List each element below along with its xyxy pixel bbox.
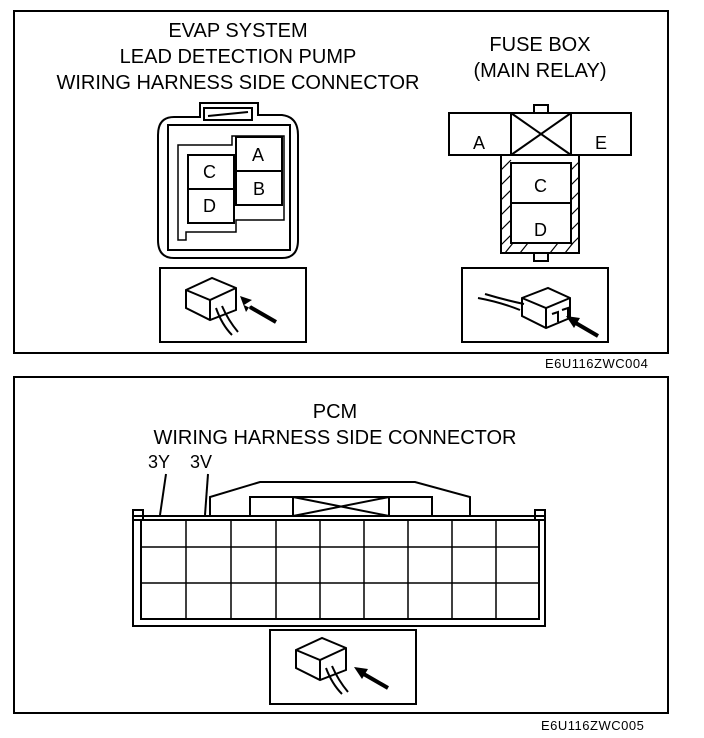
evap-pin-d-box (187, 188, 235, 224)
fuse-title-line-2: (MAIN RELAY) (473, 60, 607, 82)
evap-connector-latch (203, 107, 253, 121)
leader-3y (159, 473, 167, 516)
fuse-center-cross-2 (510, 112, 572, 156)
pcm-title: PCM WIRING HARNESS SIDE CONNECTOR (120, 399, 550, 451)
evap-inset-frame (159, 267, 307, 343)
fuse-top-tab (533, 104, 549, 114)
top-panel (13, 10, 669, 354)
evap-inset-arrow (240, 296, 274, 320)
evap-connector-housing (157, 102, 299, 259)
evap-pin-c-label: C (203, 162, 216, 182)
evap-connector-inner-outline (167, 124, 291, 251)
pcm-cavity-area (140, 519, 540, 620)
pcm-inset-arrow (361, 671, 389, 690)
fuse-pin-e-label: E (595, 133, 608, 153)
bottom-panel (13, 376, 669, 714)
evap-pin-b-box (235, 170, 283, 206)
top-figure-code: E6U116ZWC004 (545, 356, 649, 371)
fuse-title: FUSE BOX (MAIN RELAY) (440, 32, 640, 84)
evap-title-line-1: EVAP SYSTEM (168, 20, 308, 42)
evap-connector-inner-wall (177, 135, 285, 241)
pcm-housing (132, 515, 546, 627)
bottom-figure-code: E6U116ZWC005 (541, 718, 645, 733)
terminal-3y-label: 3Y (148, 452, 171, 472)
evap-pin-b-label: B (253, 179, 266, 199)
fuse-inset-arrow (572, 320, 600, 338)
fuse-pin-a-label: A (473, 133, 486, 153)
fuse-pin-c-label: C (534, 176, 547, 196)
leader-3v (204, 473, 209, 516)
pcm-title-line-1: PCM (312, 401, 358, 423)
fuse-pin-d-box (510, 202, 572, 244)
evap-title-line-3: WIRING HARNESS SIDE CONNECTOR (56, 72, 420, 94)
pcm-inset-frame (269, 629, 417, 705)
pcm-top-hood (209, 481, 471, 516)
fuse-inset-frame (461, 267, 609, 343)
evap-title-line-2: LEAD DETECTION PUMP (119, 46, 357, 68)
pcm-grid (141, 520, 539, 619)
terminal-3v-label: 3V (190, 452, 213, 472)
fuse-bottom-tab (533, 252, 549, 262)
fuse-housing-hatch (500, 159, 580, 254)
pcm-title-line-2: WIRING HARNESS SIDE CONNECTOR (153, 427, 517, 449)
evap-latch-hatch (207, 111, 249, 117)
evap-pin-a-label: A (252, 145, 265, 165)
evap-inset-connector-icon (185, 276, 239, 336)
fuse-title-line-1: FUSE BOX (489, 34, 591, 56)
evap-pin-d-label: D (203, 196, 216, 216)
evap-title: EVAP SYSTEM LEAD DETECTION PUMP WIRING H… (48, 18, 428, 96)
pcm-inset-connector-icon (295, 636, 349, 695)
fuse-pin-d-label: D (534, 220, 547, 240)
fuse-pin-e-box (570, 112, 632, 156)
